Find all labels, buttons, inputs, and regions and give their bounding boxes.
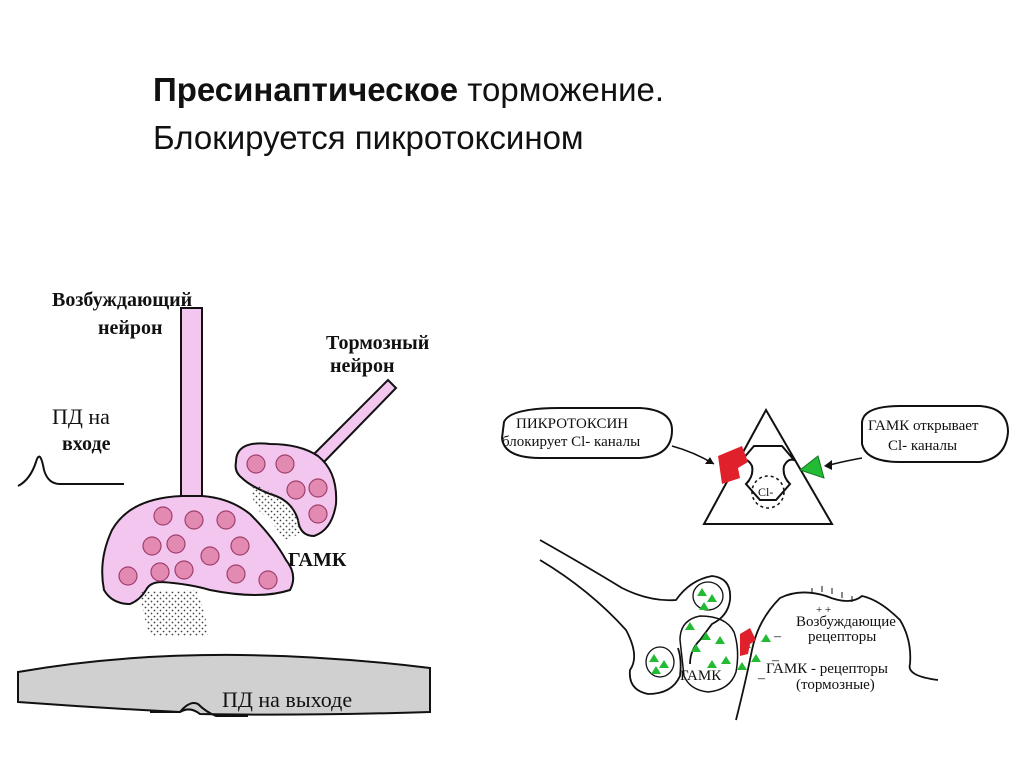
ap-output-trace	[150, 702, 248, 717]
minus-sign-3: –	[757, 671, 766, 686]
gaba-ligand	[798, 455, 825, 479]
vesicle-lower	[645, 646, 675, 678]
cl-ion-label: Cl-	[758, 485, 773, 499]
excitatory-terminal	[101, 495, 295, 606]
ap-input-label-1: ПД на	[52, 404, 110, 429]
inhibitory-neuron-label-1: Тормозный	[326, 332, 429, 354]
gaba-receptors-label-2: (тормозные)	[796, 677, 875, 693]
gaba-opens-label-2: Cl- каналы	[888, 438, 957, 454]
ap-input-trace	[17, 455, 124, 487]
excitatory-plus-signs: + +	[816, 604, 831, 616]
excitatory-vesicles	[118, 506, 278, 590]
transmitter-release-dots	[140, 590, 208, 636]
gaba-opens-label-1: ГАМК открывает	[868, 418, 979, 434]
arrowhead-gaba	[824, 460, 832, 470]
postsynaptic-dendrite	[735, 591, 939, 721]
title-bold-part: Пресинаптическое	[153, 71, 459, 108]
membrane-ticks	[811, 586, 853, 602]
picrotoxin-label-2: блокирует Cl- каналы	[502, 434, 640, 450]
gaba-label-small: ГАМК	[680, 668, 722, 684]
inhibitory-axon	[310, 378, 398, 464]
slide-subtitle: Блокируется пикротоксином	[153, 119, 584, 156]
cl-ion-circle	[751, 475, 785, 509]
ap-input-label-2: входе	[62, 433, 111, 455]
gaba-callout	[861, 405, 1010, 463]
inhibitory-neuron-label-2: нейрон	[330, 355, 395, 377]
picrotoxin-label-1: ПИКРОТОКСИН	[516, 416, 628, 432]
title-rest: торможение.	[458, 71, 665, 108]
excitatory-receptors-label-2: рецепторы	[808, 629, 876, 645]
gaba-release-dots	[251, 484, 301, 540]
excitatory-receptors-label-1: Возбуждающие	[796, 614, 896, 630]
gaba-receptors-label-1: ГАМК - рецепторы	[766, 661, 888, 677]
slide-title: Пресинаптическое торможение.	[153, 66, 664, 114]
picrotoxin-blocker-small	[740, 628, 756, 656]
excitatory-neuron-label-1: Возбуждающий	[52, 289, 192, 311]
inhibitory-vesicles	[246, 454, 328, 524]
terminal-outline	[679, 615, 739, 693]
excitatory-axon	[180, 307, 203, 499]
ap-output-label: ПД на выходе	[222, 687, 352, 712]
excitatory-neuron-label-2: нейрон	[98, 317, 163, 339]
picrotoxin-callout	[500, 407, 674, 459]
axon-outline-lower	[539, 559, 682, 695]
postsynaptic-membrane	[17, 653, 431, 716]
minus-sign-1: –	[773, 629, 782, 644]
minus-sign-2: –	[771, 653, 780, 668]
arrowhead-picrotoxin	[705, 457, 714, 464]
axon-outline-upper	[539, 539, 732, 665]
gaba-label: ГАМК	[288, 549, 347, 571]
picrotoxin-blocker	[718, 446, 748, 484]
